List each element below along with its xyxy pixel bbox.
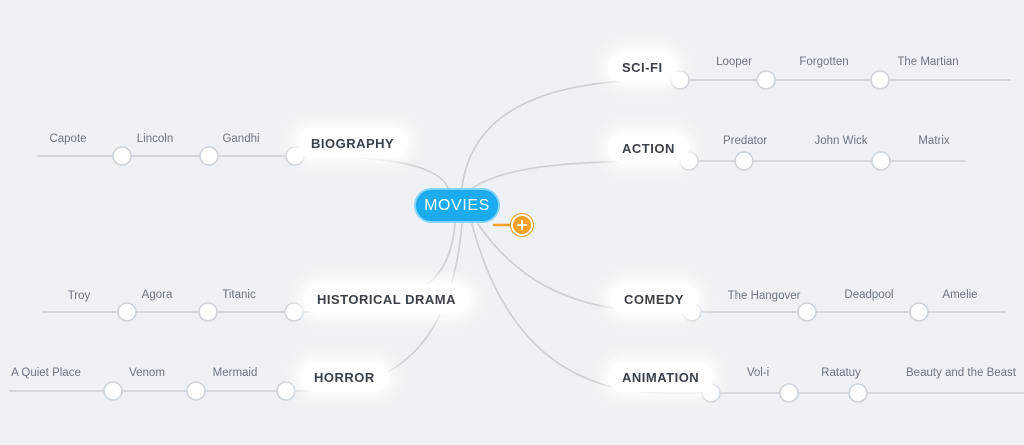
leaf-label[interactable]: The Hangover	[727, 290, 801, 302]
branch-pill-animation[interactable]: ANIMATION	[608, 362, 714, 392]
leaf-label[interactable]: Troy	[67, 290, 91, 302]
leaf-label[interactable]: Lincoln	[136, 133, 174, 145]
branch-label: COMEDY	[624, 291, 685, 307]
leaf-node	[276, 381, 296, 401]
leaf-node	[199, 146, 219, 166]
branch-label: HISTORICAL DRAMA	[317, 291, 456, 307]
add-node-button[interactable]	[511, 214, 533, 236]
leaf-label[interactable]: John Wick	[814, 135, 868, 147]
leaf-label[interactable]: Matrix	[918, 135, 950, 147]
leaf-node	[117, 302, 137, 322]
leaf-label[interactable]: Predator	[722, 135, 768, 147]
branch-pill-horror[interactable]: HORROR	[300, 362, 389, 392]
connector-action	[469, 160, 661, 191]
leaf-label[interactable]: Titanic	[222, 289, 256, 301]
leaf-node	[848, 383, 868, 403]
leaf-label[interactable]: Forgotten	[799, 56, 849, 68]
leaf-label[interactable]: Vol-i	[746, 367, 770, 379]
leaf-label[interactable]: Gandhi	[222, 133, 260, 145]
leaf-label[interactable]: Ratatuy	[821, 367, 861, 379]
leaf-node	[870, 70, 890, 90]
leaf-label[interactable]: Mermaid	[212, 367, 258, 379]
leaf-node	[797, 302, 817, 322]
leaf-node	[112, 146, 132, 166]
branch-pill-historical-drama[interactable]: HISTORICAL DRAMA	[303, 284, 470, 314]
branch-label: HORROR	[314, 369, 375, 385]
leaf-node	[198, 302, 218, 322]
branch-pill-comedy[interactable]: COMEDY	[610, 284, 699, 314]
branch-label: BIOGRAPHY	[311, 135, 395, 151]
leaf-label[interactable]: Looper	[716, 56, 752, 68]
leaf-label[interactable]: Capote	[49, 133, 87, 145]
leaf-node	[186, 381, 206, 401]
leaf-node	[756, 70, 776, 90]
leaf-node	[103, 381, 123, 401]
leaf-label[interactable]: Amelie	[942, 289, 978, 301]
central-node-movies[interactable]: MOVIES	[414, 188, 500, 223]
branch-pill-biography[interactable]: BIOGRAPHY	[297, 128, 409, 158]
branch-label: SCI-FI	[622, 59, 663, 75]
leaf-node	[779, 383, 799, 403]
branch-lines	[9, 79, 1024, 394]
connector-biography	[299, 155, 449, 189]
leaf-label[interactable]: Deadpool	[844, 289, 894, 301]
leaf-node	[284, 302, 304, 322]
branch-label: ANIMATION	[622, 369, 700, 385]
branch-pill-sci-fi[interactable]: SCI-FI	[608, 52, 677, 82]
leaf-label[interactable]: Agora	[141, 289, 173, 301]
leaf-label[interactable]: Venom	[129, 367, 165, 379]
leaf-label[interactable]: The Martian	[897, 56, 959, 68]
branch-pill-action[interactable]: ACTION	[608, 133, 689, 163]
central-node-label: MOVIES	[424, 196, 490, 214]
leaf-label[interactable]: A Quiet Place	[11, 367, 81, 379]
leaf-node	[734, 151, 754, 171]
branch-label: ACTION	[622, 140, 675, 156]
leaf-label[interactable]: Beauty and the Beast	[906, 367, 1016, 379]
leaf-node	[871, 151, 891, 171]
leaf-nodes	[103, 70, 929, 403]
leaf-node	[909, 302, 929, 322]
plus-icon	[517, 220, 527, 230]
